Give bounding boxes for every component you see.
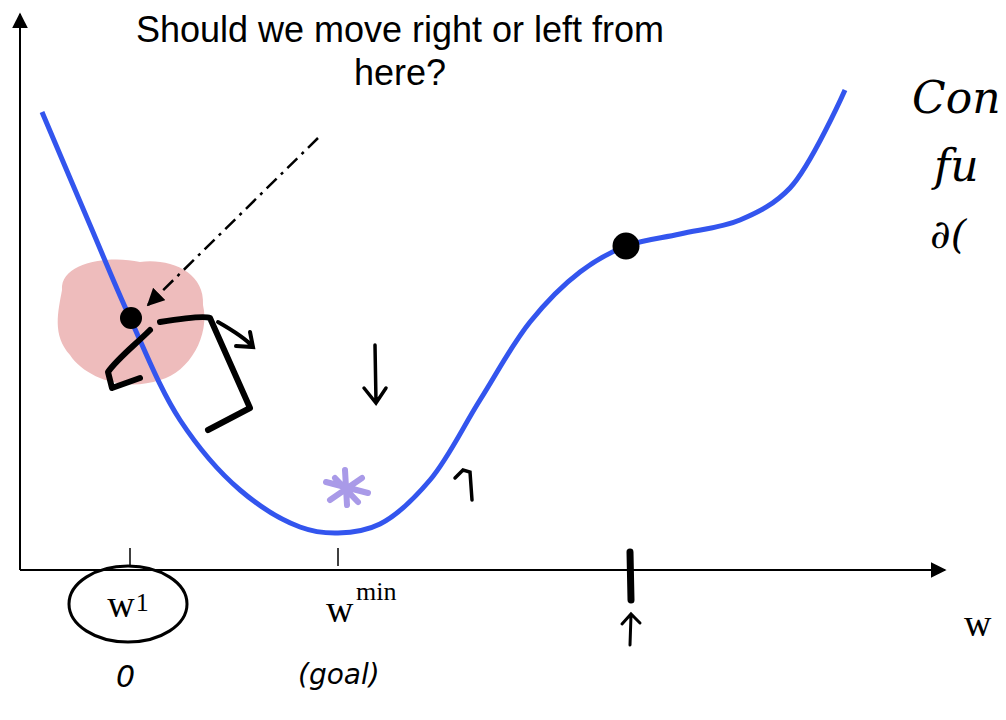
plateau-point	[614, 234, 638, 258]
leader-line	[148, 138, 318, 305]
axis-tick	[129, 548, 131, 566]
callout-question: Should we move right or left from here?	[120, 8, 680, 94]
variable-name: w	[326, 590, 353, 628]
hand-mark	[455, 470, 472, 500]
hand-number: 0	[116, 660, 135, 693]
cost-curve	[42, 90, 845, 533]
hand-tick	[630, 552, 631, 600]
hand-note: Con	[912, 74, 1001, 122]
variable-name: w	[107, 583, 134, 625]
superscript: min	[356, 579, 396, 605]
hand-arrow	[622, 614, 640, 645]
hand-arrow	[364, 345, 386, 403]
hand-note: ∂(	[930, 212, 966, 256]
goal-note: (goal)	[298, 660, 380, 691]
current-point	[120, 307, 142, 329]
circled-label: w1	[67, 564, 189, 644]
hand-note: fu	[934, 142, 979, 190]
goal-star	[326, 470, 368, 505]
superscript: 1	[136, 588, 149, 617]
hand-arrow	[218, 322, 253, 347]
axis-label: w	[964, 604, 991, 642]
axis-tick	[337, 548, 339, 566]
hand-figure	[108, 317, 250, 430]
highlight-blob	[58, 259, 205, 384]
y-axis	[19, 14, 21, 570]
